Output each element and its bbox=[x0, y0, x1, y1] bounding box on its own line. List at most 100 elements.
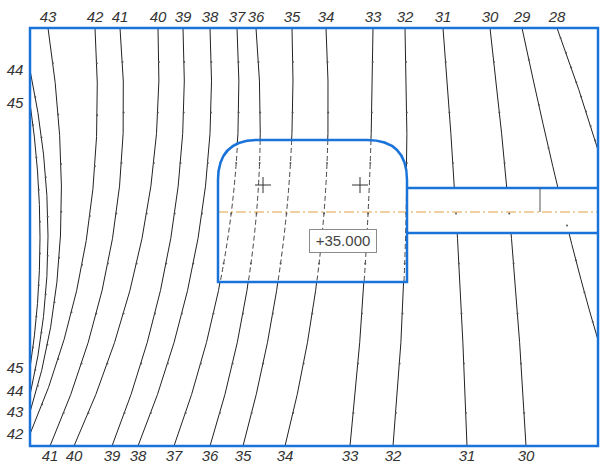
spot-point bbox=[361, 313, 363, 315]
spot-point bbox=[87, 412, 89, 414]
spot-point bbox=[280, 263, 282, 265]
spot-point bbox=[81, 264, 83, 266]
spot-point bbox=[352, 412, 354, 414]
spot-point bbox=[96, 114, 98, 116]
spot-point bbox=[402, 313, 404, 315]
contour-label: 32 bbox=[384, 448, 403, 464]
spot-point bbox=[183, 61, 185, 63]
spot-point bbox=[124, 412, 126, 414]
contour-line-hidden bbox=[490, 28, 526, 446]
spot-point bbox=[57, 358, 59, 360]
contour-line bbox=[393, 28, 407, 446]
spot-point bbox=[311, 313, 313, 315]
spot-point bbox=[523, 412, 525, 414]
elevation-box: +35.000 bbox=[309, 229, 378, 253]
point-cross bbox=[255, 177, 368, 193]
spot-point bbox=[39, 253, 41, 255]
spot-point bbox=[63, 412, 65, 414]
contour-line bbox=[50, 28, 124, 446]
spot-point bbox=[242, 313, 244, 315]
spot-point bbox=[45, 176, 47, 178]
spot-point bbox=[201, 212, 203, 214]
spot-point bbox=[372, 61, 374, 63]
contour-label: 41 bbox=[111, 9, 130, 25]
contour-line bbox=[30, 103, 40, 368]
spot-point bbox=[327, 112, 329, 114]
contour-label: 31 bbox=[458, 448, 477, 464]
contour-line bbox=[443, 28, 467, 446]
contour-line bbox=[174, 28, 239, 446]
contour-label: 45 bbox=[6, 95, 25, 111]
spot-point bbox=[405, 61, 407, 63]
spot-point bbox=[213, 313, 215, 315]
contour-line-hidden bbox=[30, 28, 61, 412]
spot-point bbox=[566, 224, 568, 226]
spot-point bbox=[39, 221, 41, 223]
spot-point bbox=[232, 362, 234, 364]
spot-point bbox=[371, 112, 373, 114]
spot-point bbox=[513, 263, 515, 265]
spot-point bbox=[292, 412, 294, 414]
spot-point bbox=[230, 212, 232, 214]
spot-point bbox=[262, 362, 264, 364]
spot-point bbox=[34, 96, 36, 98]
spot-point bbox=[183, 112, 185, 114]
spot-point bbox=[235, 162, 237, 164]
contour-label: 30 bbox=[481, 9, 500, 25]
spot-point bbox=[367, 212, 369, 214]
spot-point bbox=[71, 311, 73, 313]
spot-point bbox=[258, 61, 260, 63]
contour-line-hidden bbox=[30, 103, 40, 368]
spot-point bbox=[95, 313, 97, 315]
spot-point bbox=[185, 412, 187, 414]
contour-label: 33 bbox=[341, 448, 360, 464]
spot-point bbox=[219, 412, 221, 414]
spot-point bbox=[259, 162, 261, 164]
contour-label: 37 bbox=[165, 448, 184, 464]
spot-point bbox=[153, 162, 155, 164]
spot-point bbox=[458, 263, 460, 265]
spot-point bbox=[327, 61, 329, 63]
spot-point bbox=[250, 263, 252, 265]
spot-point bbox=[37, 385, 39, 387]
spot-point bbox=[60, 211, 62, 213]
contour-label: 43 bbox=[39, 9, 58, 25]
spot-point bbox=[115, 212, 117, 214]
spot-point bbox=[157, 112, 159, 114]
spot-point bbox=[34, 369, 36, 371]
spot-point bbox=[154, 313, 156, 315]
spot-point bbox=[96, 62, 98, 64]
contour-line-hidden bbox=[30, 70, 48, 395]
site-boundary bbox=[30, 28, 598, 446]
spot-point bbox=[207, 162, 209, 164]
spot-point bbox=[140, 362, 142, 364]
spot-point bbox=[517, 313, 519, 315]
contour-label: 40 bbox=[65, 448, 84, 464]
contour-label: 38 bbox=[201, 9, 220, 25]
contour-line bbox=[557, 28, 598, 150]
contour-line bbox=[30, 70, 48, 395]
spot-point bbox=[528, 59, 530, 61]
contour-label: 39 bbox=[174, 9, 193, 25]
spot-point bbox=[399, 362, 401, 364]
spot-point bbox=[89, 215, 91, 217]
spot-point bbox=[167, 362, 169, 364]
contour-label: 34 bbox=[276, 448, 295, 464]
contour-label: 42 bbox=[6, 426, 25, 442]
spot-point bbox=[259, 112, 261, 114]
spot-point bbox=[404, 263, 406, 265]
spot-point bbox=[45, 293, 47, 295]
spot-point bbox=[57, 113, 59, 115]
road-mark bbox=[540, 188, 541, 212]
spot-point bbox=[592, 321, 594, 323]
spot-point bbox=[146, 212, 148, 214]
contour-label: 35 bbox=[283, 9, 302, 25]
spot-point bbox=[41, 331, 43, 333]
spot-point bbox=[47, 216, 49, 218]
spot-point bbox=[47, 255, 49, 257]
spot-point bbox=[465, 412, 467, 414]
spot-point bbox=[200, 362, 202, 364]
spot-point bbox=[136, 263, 138, 265]
spot-point bbox=[106, 362, 108, 364]
spot-point bbox=[238, 61, 240, 63]
